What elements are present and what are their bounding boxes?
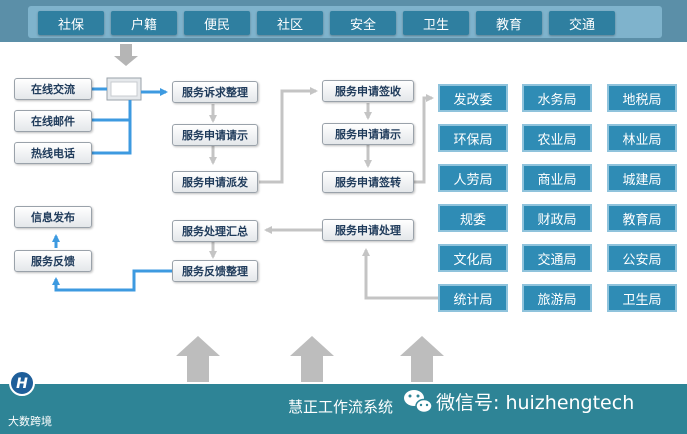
tab-shequ[interactable]: 社区 (257, 11, 323, 35)
agency-caizheng[interactable]: 财政局 (522, 204, 592, 232)
connector-agencies-s7 (362, 248, 438, 300)
tab-anquan[interactable]: 安全 (330, 11, 396, 35)
agency-fagaiwei[interactable]: 发改委 (438, 84, 508, 112)
agency-jiaoyu[interactable]: 教育局 (607, 204, 677, 232)
connector-s9-feedback (52, 269, 172, 292)
channel-online-mail[interactable]: 在线邮件 (14, 110, 92, 132)
step-request-instruct-2[interactable]: 服务申请请示 (322, 123, 414, 145)
tab-jiaoyu[interactable]: 教育 (476, 11, 542, 35)
agency-huanbao[interactable]: 环保局 (438, 124, 508, 152)
agency-wenhua[interactable]: 文化局 (438, 244, 508, 272)
channel-hotline[interactable]: 热线电话 (14, 142, 92, 164)
output-info-publish[interactable]: 信息发布 (14, 206, 92, 228)
step-process-summary[interactable]: 服务处理汇总 (172, 220, 258, 242)
connector-hotline (92, 120, 132, 155)
company-logo-icon: H (9, 370, 35, 396)
agency-tongji[interactable]: 统计局 (438, 284, 508, 312)
step-request-transfer[interactable]: 服务申请签转 (322, 171, 414, 193)
connector-s6-agencies (414, 94, 434, 184)
tab-shebao[interactable]: 社保 (38, 11, 104, 35)
channel-online-chat[interactable]: 在线交流 (14, 78, 92, 100)
up-arrow-3 (400, 336, 444, 382)
up-arrow-2 (290, 336, 334, 382)
tab-jiaotong[interactable]: 交通 (549, 11, 615, 35)
agency-shuiwu[interactable]: 水务局 (522, 84, 592, 112)
agency-gongan[interactable]: 公安局 (607, 244, 677, 272)
intake-down-arrow (114, 44, 138, 66)
wechat-id: 微信号: huizhengtech (436, 392, 635, 414)
agency-dishui[interactable]: 地税局 (607, 84, 677, 112)
agency-renlao[interactable]: 人劳局 (438, 164, 508, 192)
step-request-instruct-1[interactable]: 服务申请请示 (172, 124, 258, 146)
step-request-dispatch[interactable]: 服务申请派发 (172, 171, 258, 193)
agency-linye[interactable]: 林业局 (607, 124, 677, 152)
agency-shangye[interactable]: 商业局 (522, 164, 592, 192)
workflow-system-label: 慧正工作流系统 (288, 398, 394, 416)
tab-huji[interactable]: 户籍 (111, 11, 177, 35)
workflow-system-bar (0, 384, 687, 434)
agency-lvyou[interactable]: 旅游局 (522, 284, 592, 312)
agency-jiaotong[interactable]: 交通局 (522, 244, 592, 272)
agency-chengjian[interactable]: 城建局 (607, 164, 677, 192)
tab-weisheng[interactable]: 卫生 (403, 11, 469, 35)
wechat-icon (404, 390, 433, 414)
step-feedback-organize[interactable]: 服务反馈整理 (172, 260, 258, 282)
agency-weisheng[interactable]: 卫生局 (607, 284, 677, 312)
logo-letter: H (16, 376, 28, 392)
connector-s3-s4 (259, 87, 318, 184)
step-request-organize[interactable]: 服务诉求整理 (172, 81, 258, 103)
step-request-handle[interactable]: 服务申请处理 (322, 219, 414, 241)
agency-nongye[interactable]: 农业局 (522, 124, 592, 152)
step-request-receive[interactable]: 服务申请签收 (322, 80, 414, 102)
watermark-text: 大数跨境 (8, 415, 52, 428)
up-arrow-1 (176, 336, 220, 382)
output-feedback[interactable]: 服务反馈 (14, 250, 92, 272)
tab-bianmin[interactable]: 便民 (184, 11, 250, 35)
agency-guiwei[interactable]: 规委 (438, 204, 508, 232)
